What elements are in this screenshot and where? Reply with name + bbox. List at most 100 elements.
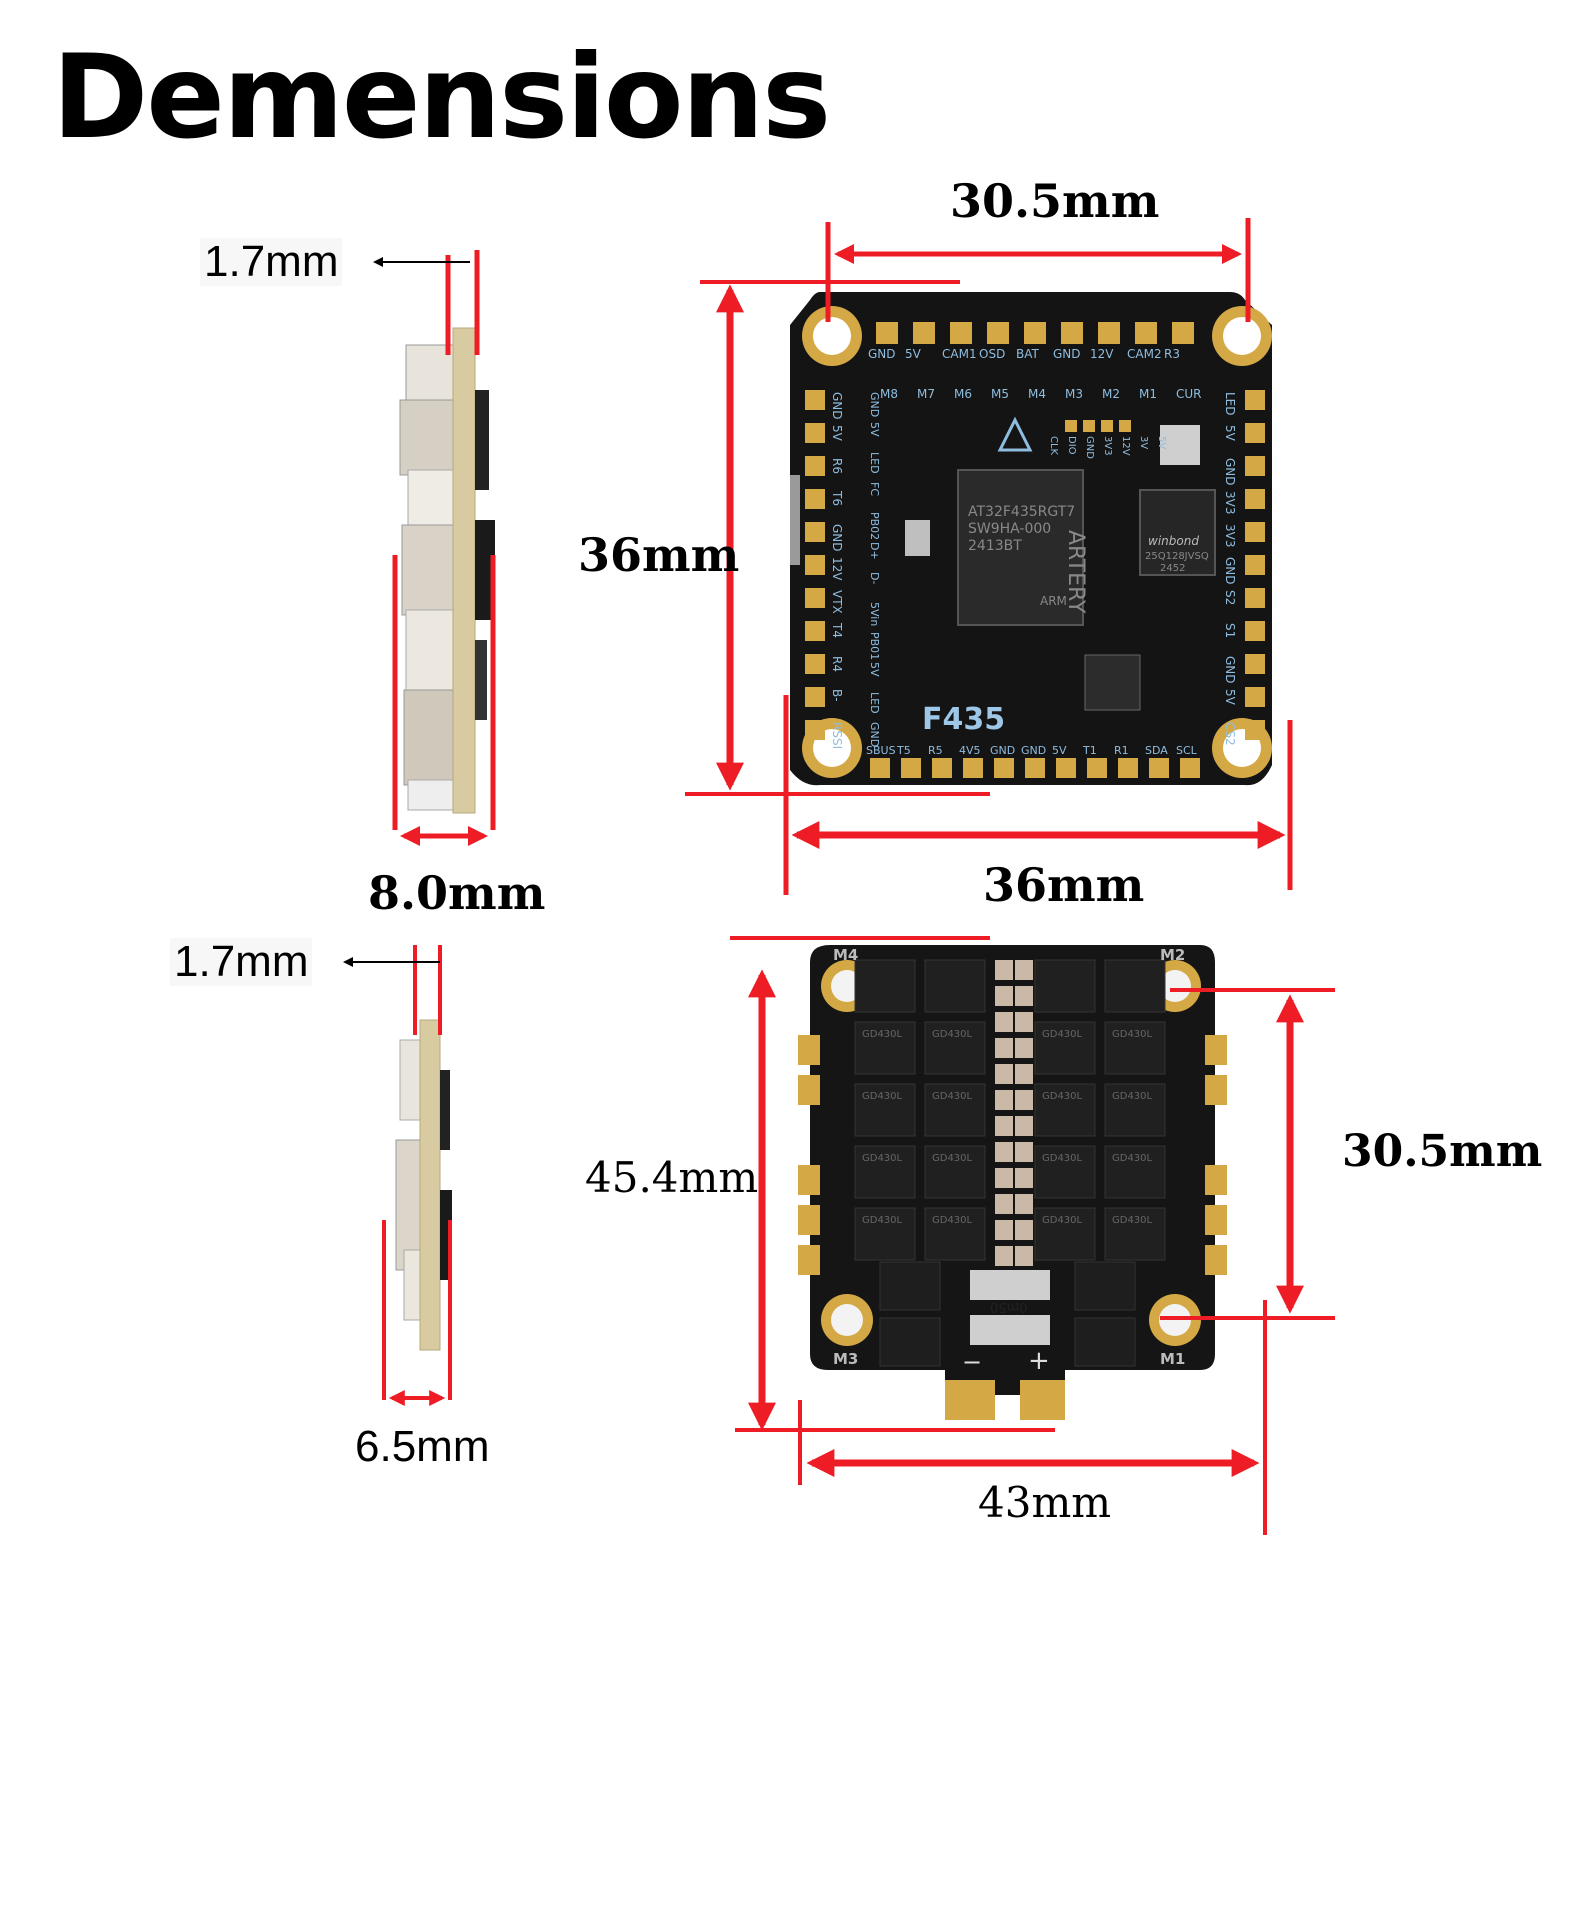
fc-left-pad xyxy=(805,720,825,740)
esc-width-label: 43mm xyxy=(978,1478,1112,1527)
fc-model-label: F435 xyxy=(922,702,1006,737)
esc-capacitor xyxy=(995,1220,1013,1240)
esc-mosfet xyxy=(854,1207,916,1261)
fc-motor-label-7: M1 xyxy=(1139,387,1157,401)
esc-mosfet-code: GD430L xyxy=(1112,1029,1153,1040)
fc-left-inner-label-3: FC xyxy=(868,482,881,497)
fc-right-pad xyxy=(1245,687,1265,707)
fc-right-label-1: 5V xyxy=(1223,425,1237,441)
fc-right-label-2: GND xyxy=(1223,458,1237,486)
fc-center-pad xyxy=(1065,420,1077,432)
fc-thickness-label: 1.7mm xyxy=(200,238,343,286)
fc-top-label-1: 5V xyxy=(905,347,921,361)
fc-top-label-2: CAM1 xyxy=(942,347,977,361)
fc-top-label-5: GND xyxy=(1053,347,1081,361)
esc-mosfet xyxy=(1104,1083,1166,1137)
esc-mosfet xyxy=(924,1021,986,1075)
esc-side-pad-right xyxy=(1205,1245,1227,1275)
fc-bottom-label-9: SDA xyxy=(1145,744,1168,757)
esc-lower-mosfet xyxy=(879,1261,941,1311)
esc-side-pad-left xyxy=(798,1075,820,1105)
fc-center-label-5: 3V xyxy=(1138,436,1149,450)
esc-mosfet xyxy=(1034,1083,1096,1137)
esc-capacitor xyxy=(995,960,1013,980)
fc-top-pad xyxy=(1172,322,1194,344)
fc-width-label: 36mm xyxy=(983,858,1145,912)
fc-left-label-4: GND xyxy=(830,524,844,552)
fc-bottom-pad xyxy=(994,758,1014,778)
fc-bottom-pad xyxy=(1056,758,1076,778)
fc-top-label-3: OSD xyxy=(979,347,1006,361)
fc-bottom-label-1: T5 xyxy=(897,744,911,757)
fc-left-inner-label-7: 5Vin xyxy=(868,602,881,627)
fc-center-pad xyxy=(1119,420,1131,432)
fc-left-label-9: B- xyxy=(830,689,844,702)
esc-capacitor xyxy=(995,1168,1013,1188)
fc-motor-label-0: M8 xyxy=(880,387,898,401)
esc-side-pad-right xyxy=(1205,1075,1227,1105)
esc-plus-label: + xyxy=(1028,1346,1050,1376)
fc-left-inner-label-10: LED xyxy=(868,692,881,714)
esc-side-pad-left xyxy=(798,1205,820,1235)
esc-side-pad-right xyxy=(1205,1205,1227,1235)
fc-top-pad xyxy=(1061,322,1083,344)
esc-mosfet-code: GD430L xyxy=(862,1153,903,1164)
fc-left-label-0: GND xyxy=(830,392,844,420)
esc-mosfet-code: GD430L xyxy=(1042,1091,1083,1102)
fc-bottom-pad xyxy=(1118,758,1138,778)
esc-mosfet xyxy=(1034,1207,1096,1261)
fc-motor-label-2: M6 xyxy=(954,387,972,401)
esc-mosfet xyxy=(1104,959,1166,1013)
fc-right-label-4: 3V3 xyxy=(1223,524,1237,548)
fc-left-pad xyxy=(805,423,825,443)
fc-mcu-line2: SW9HA-000 xyxy=(968,521,1052,537)
fc-bottom-label-4: GND xyxy=(990,744,1016,757)
esc-capacitor xyxy=(995,1064,1013,1084)
fc-flash-line1: 25Q128JVSQ xyxy=(1145,551,1209,562)
esc-lower-mosfet xyxy=(1074,1261,1136,1311)
esc-capacitor xyxy=(1015,1142,1033,1162)
esc-capacitor xyxy=(1015,1116,1033,1136)
fc-top-label-0: GND xyxy=(868,347,896,361)
fc-right-pad xyxy=(1245,489,1265,509)
fc-left-label-6: VTX xyxy=(830,590,844,614)
fc-left-label-3: T6 xyxy=(830,491,844,506)
fc-right-pad xyxy=(1245,588,1265,608)
fc-flash-line2: 2452 xyxy=(1160,563,1186,574)
esc-side-pad-left xyxy=(798,1035,820,1065)
fc-mcu-line1: AT32F435RGT7 xyxy=(968,504,1076,520)
fc-mcu-arm: ARM xyxy=(1040,594,1067,608)
esc-mosfet-code: GD430L xyxy=(1112,1215,1153,1226)
fc-left-inner-label-2: LED xyxy=(868,452,881,474)
esc-side-pad-right xyxy=(1205,1035,1227,1065)
fc-right-label-3: 3V3 xyxy=(1223,491,1237,515)
fc-right-label-10: CS2 xyxy=(1223,722,1237,746)
esc-side-dimension-lines xyxy=(343,945,452,1406)
esc-side-pad-left xyxy=(798,1165,820,1195)
fc-bottom-label-2: R5 xyxy=(928,744,943,757)
esc-mosfet-code: GD430L xyxy=(932,1029,973,1040)
fc-left-inner-label-8: PB01 xyxy=(868,632,881,661)
fc-left-label-5: 12V xyxy=(830,557,844,581)
esc-mosfet-code: GD430L xyxy=(862,1091,903,1102)
esc-dimension-lines xyxy=(730,936,1335,1535)
fc-bottom-pad xyxy=(1180,758,1200,778)
fc-mcu-line3: 2413BT xyxy=(968,538,1022,554)
esc-capacitor xyxy=(995,1142,1013,1162)
fc-motor-label-3: M5 xyxy=(991,387,1009,401)
fc-right-pad xyxy=(1245,522,1265,542)
fc-right-label-6: S2 xyxy=(1223,590,1237,606)
esc-mosfet xyxy=(1034,1021,1096,1075)
esc-capacitor xyxy=(1015,986,1033,1006)
fc-left-pad xyxy=(805,654,825,674)
fc-side-dimension-lines xyxy=(373,250,496,846)
esc-mosfet xyxy=(924,1145,986,1199)
esc-capacitor xyxy=(995,1012,1013,1032)
fc-bottom-label-3: 4V5 xyxy=(959,744,981,757)
fc-board xyxy=(790,292,1272,786)
fc-bottom-pad xyxy=(1149,758,1169,778)
fc-left-label-8: R4 xyxy=(830,656,844,672)
esc-mosfet-code: GD430L xyxy=(1112,1153,1153,1164)
fc-left-label-10: RSSI xyxy=(830,722,844,750)
fc-flash-chip xyxy=(1139,489,1216,576)
